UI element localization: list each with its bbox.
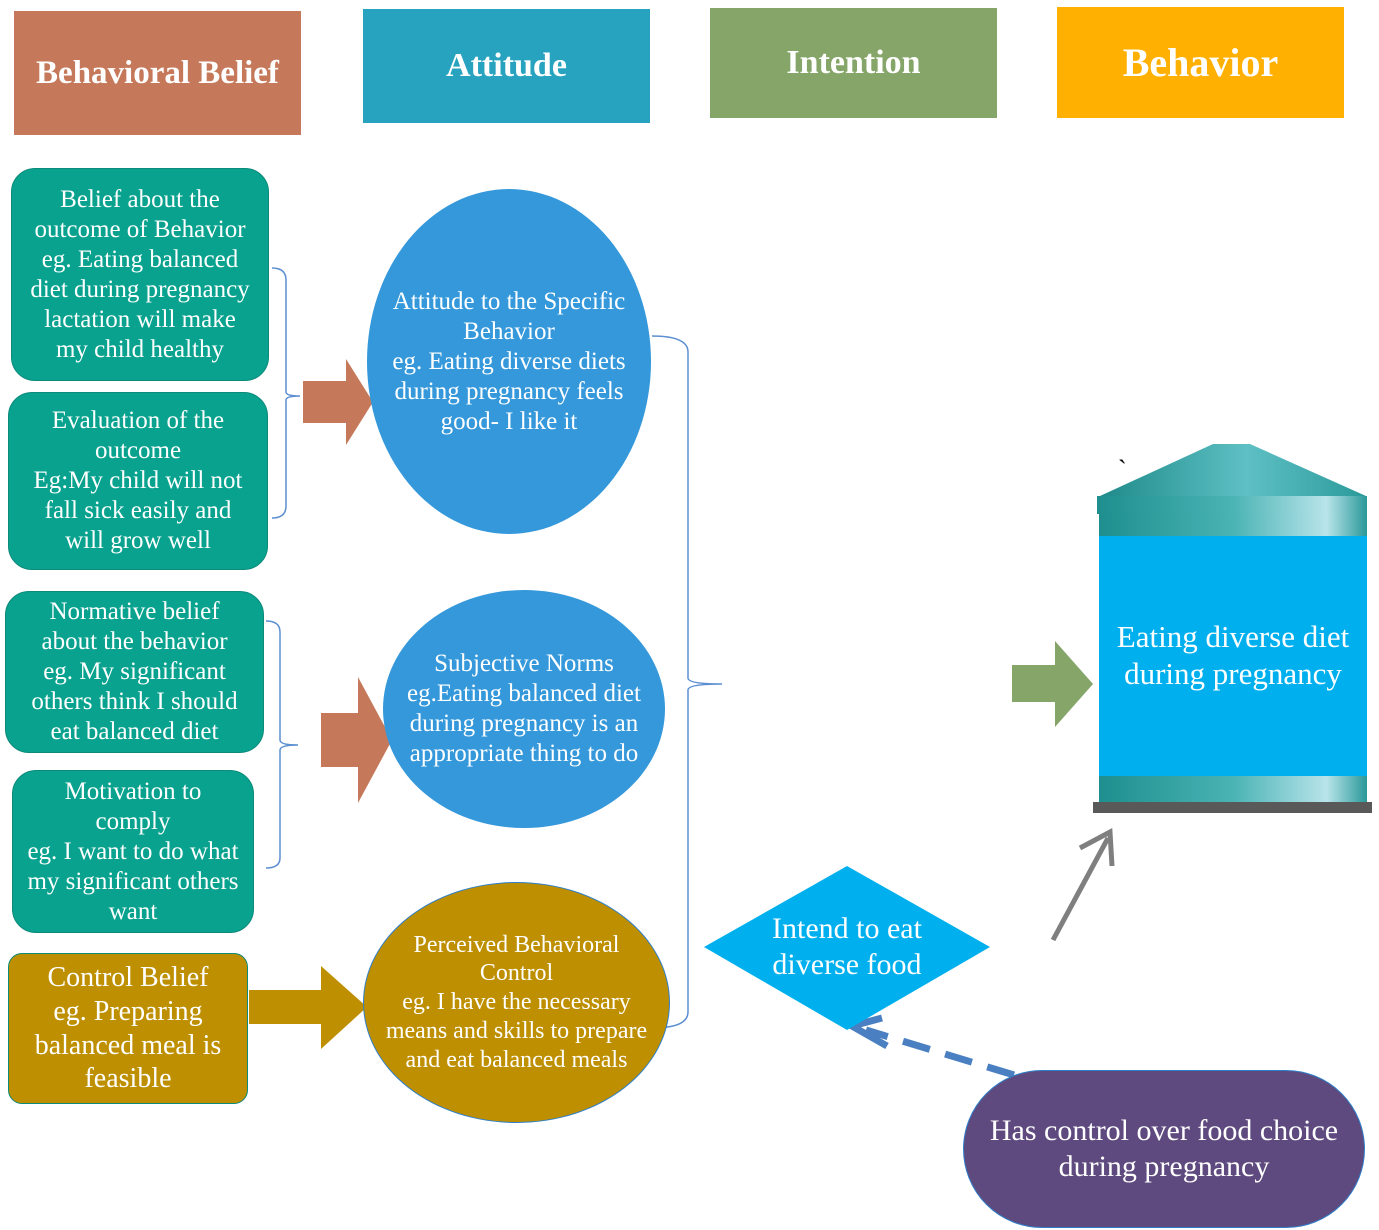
pbc-oval: Perceived Behavioral Control eg. I have … (363, 882, 670, 1123)
arrow-belief-to-attitude (303, 359, 373, 445)
control-belief-box: Control Belief eg. Preparing balanced me… (8, 953, 248, 1104)
silo-band-bottom (1099, 776, 1367, 802)
intention-text: Intend to eat diverse food (772, 912, 922, 981)
header-behavior-label: Behavior (1122, 40, 1279, 85)
silo-roof (1100, 444, 1366, 496)
pbc-oval-text: Perceived Behavioral Control eg. I have … (385, 931, 648, 1073)
silo-band-top (1097, 496, 1367, 514)
arrow-line-intention-behavior (1050, 836, 1111, 942)
arrow-intention-to-behavior (1012, 641, 1093, 727)
normative-belief-text: Normative belief about the behavior eg. … (31, 598, 238, 745)
header-intention-label: Intention (786, 44, 921, 81)
arrow-norms-to-subjective (321, 677, 392, 803)
intention-label: Intend to eat diverse food (720, 905, 974, 989)
dashed-arrow-control-intention (864, 1026, 1016, 1079)
silo-body (1099, 536, 1367, 776)
header-attitude-label: Attitude (446, 47, 567, 84)
bracket-norm-beliefs (265, 620, 299, 869)
belief-evaluation-box: Evaluation of the outcome Eg:My child wi… (8, 392, 268, 570)
subjective-norms-oval: Subjective Norms eg.Eating balanced diet… (383, 590, 665, 828)
header-intention: Intention (710, 8, 997, 118)
belief-outcome-text: Belief about the outcome of Behavior eg.… (30, 185, 250, 363)
belief-outcome-box: Belief about the outcome of Behavior eg.… (11, 168, 269, 381)
header-behavior: Behavior (1057, 7, 1344, 118)
header-behavioral-belief-label: Behavioral Belief (36, 54, 279, 91)
subjective-norms-text: Subjective Norms eg.Eating balanced diet… (407, 650, 641, 767)
bracket-constructs (651, 335, 723, 1029)
stray-mark: ` (1118, 455, 1127, 484)
silo-base (1093, 802, 1372, 813)
motivation-comply-text: Motivation to comply eg. I want to do wh… (27, 777, 239, 925)
control-belief-text: Control Belief eg. Preparing balanced me… (34, 962, 222, 1095)
actual-control-oval: Has control over food choice during preg… (963, 1070, 1365, 1228)
attitude-oval: Attitude to the Specific Behavior eg. Ea… (367, 189, 651, 534)
attitude-oval-text: Attitude to the Specific Behavior eg. Ea… (392, 287, 626, 435)
arrow-head-intention-behavior (1078, 827, 1115, 867)
belief-evaluation-text: Evaluation of the outcome Eg:My child wi… (33, 407, 243, 554)
header-behavioral-belief: Behavioral Belief (14, 11, 301, 135)
motivation-comply-box: Motivation to comply eg. I want to do wh… (12, 770, 254, 933)
actual-control-text: Has control over food choice during preg… (989, 1114, 1339, 1183)
intention-diamond (704, 866, 990, 1030)
header-attitude: Attitude (363, 9, 650, 123)
normative-belief-box: Normative belief about the behavior eg. … (5, 591, 264, 753)
behavior-text: Eating diverse diet during pregnancy (1116, 618, 1350, 691)
arrow-control-to-pbc (249, 966, 367, 1049)
behavior-label: Eating diverse diet during pregnancy (1099, 600, 1367, 710)
silo-band-top-2 (1099, 514, 1367, 538)
bracket-attitude-beliefs (271, 267, 301, 519)
